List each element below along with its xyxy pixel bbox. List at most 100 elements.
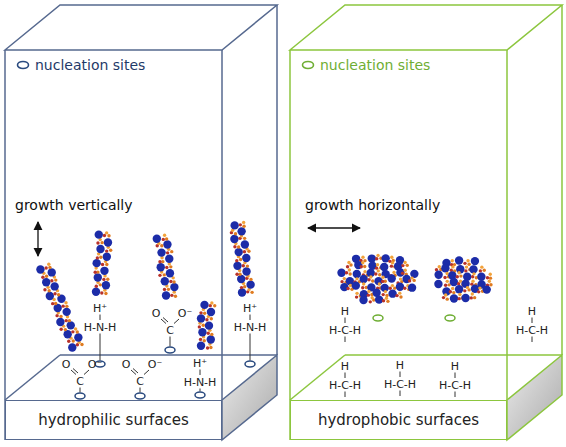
ion-cluster	[391, 261, 394, 264]
ion-cluster	[369, 300, 372, 303]
ion-cluster	[444, 284, 447, 287]
ion-cluster	[80, 343, 83, 346]
ion-cluster	[480, 265, 483, 268]
surface-back-edge	[60, 354, 277, 356]
ion-cluster	[106, 278, 109, 281]
ion-cluster	[198, 325, 201, 328]
bond-line	[84, 370, 89, 375]
ion-dot	[163, 240, 171, 248]
legend-entry: nucleation sites	[301, 58, 430, 72]
ion-dot	[205, 321, 213, 329]
ion-cluster	[401, 272, 404, 275]
ion-dot	[368, 254, 376, 262]
bond-line	[345, 373, 346, 379]
ion-cluster	[242, 221, 245, 224]
ion-cluster	[167, 288, 170, 291]
ion-dot	[36, 265, 44, 273]
ion-cluster	[57, 293, 60, 296]
ion-cluster	[51, 302, 54, 305]
ion-cluster	[346, 265, 349, 268]
ion-cluster	[406, 264, 409, 267]
bond-line	[455, 392, 456, 398]
atom-label: C	[76, 376, 84, 387]
ion-cluster	[243, 285, 246, 288]
legend-swatch	[16, 60, 30, 70]
bond-line	[532, 318, 533, 324]
slab-side	[507, 355, 562, 440]
ion-cluster	[457, 297, 460, 300]
ion-cluster	[473, 296, 476, 299]
bond-line	[100, 315, 101, 321]
surface-label: hydrophilic surfaces	[38, 411, 189, 429]
ion-cluster	[243, 250, 246, 253]
ion-dot	[100, 267, 108, 275]
chemical-group-label: H-C-H	[439, 380, 471, 391]
nucleation-site	[195, 392, 205, 398]
ion-cluster	[250, 291, 253, 294]
ion-cluster	[64, 328, 67, 331]
bond-line	[455, 373, 456, 379]
ion-cluster	[367, 278, 370, 281]
ion-cluster	[410, 276, 413, 279]
ion-dot	[434, 271, 442, 279]
ion-cluster	[363, 265, 366, 268]
ion-cluster	[463, 289, 466, 292]
ion-cluster	[235, 273, 238, 276]
ion-dot	[197, 342, 205, 350]
ion-cluster	[391, 284, 394, 287]
ion-cluster	[382, 293, 385, 296]
ion-dot	[455, 285, 463, 293]
bond-line	[200, 389, 201, 392]
ion-dot	[157, 263, 165, 271]
ion-cluster	[243, 237, 246, 240]
ion-cluster	[239, 223, 242, 226]
box-edge	[289, 50, 291, 440]
ion-cluster	[390, 256, 393, 259]
ion-cluster	[53, 292, 56, 295]
ion-dot	[53, 304, 61, 312]
ion-cluster	[163, 234, 166, 237]
atom-label: C	[136, 376, 144, 387]
ion-dot	[352, 281, 360, 289]
bond-line	[345, 337, 346, 343]
ion-dot	[230, 235, 238, 243]
ion-cluster	[74, 327, 77, 330]
chemical-group-label: H-N-H	[234, 322, 267, 333]
bond-line	[400, 391, 401, 397]
ion-cluster	[71, 330, 74, 333]
atom-label: H	[528, 306, 536, 317]
ion-dot	[441, 264, 449, 272]
ion-cluster	[101, 263, 104, 266]
ion-dot	[233, 262, 241, 270]
box-top	[290, 5, 562, 50]
ion-cluster	[377, 269, 380, 272]
ion-cluster	[451, 259, 454, 262]
ion-dot	[477, 273, 485, 281]
ion-cluster	[478, 286, 481, 289]
ion-dot	[48, 268, 56, 276]
chemical-group-label: H-C-H	[516, 325, 548, 336]
ion-cluster	[61, 304, 64, 307]
ion-cluster	[361, 255, 364, 258]
ion-dot	[375, 295, 383, 303]
double-arrow	[308, 227, 360, 228]
atom-label: H	[451, 361, 459, 372]
ion-cluster	[163, 288, 166, 291]
ion-cluster	[102, 278, 105, 281]
ion-dot	[337, 269, 345, 277]
ion-dot	[56, 318, 64, 326]
ion-dot	[396, 283, 404, 291]
legend-text: nucleation sites	[35, 58, 145, 72]
ion-cluster	[471, 280, 474, 283]
ion-cluster	[238, 273, 241, 276]
box-edge	[561, 5, 563, 355]
ion-cluster	[457, 271, 460, 274]
ion-dot	[450, 278, 458, 286]
bond-line	[200, 370, 201, 376]
ion-cluster	[203, 339, 206, 342]
ion-cluster	[374, 272, 377, 275]
ion-cluster	[403, 261, 406, 264]
hydrophilic-box	[5, 5, 277, 440]
ion-cluster	[452, 291, 455, 294]
ion-cluster	[438, 265, 441, 268]
